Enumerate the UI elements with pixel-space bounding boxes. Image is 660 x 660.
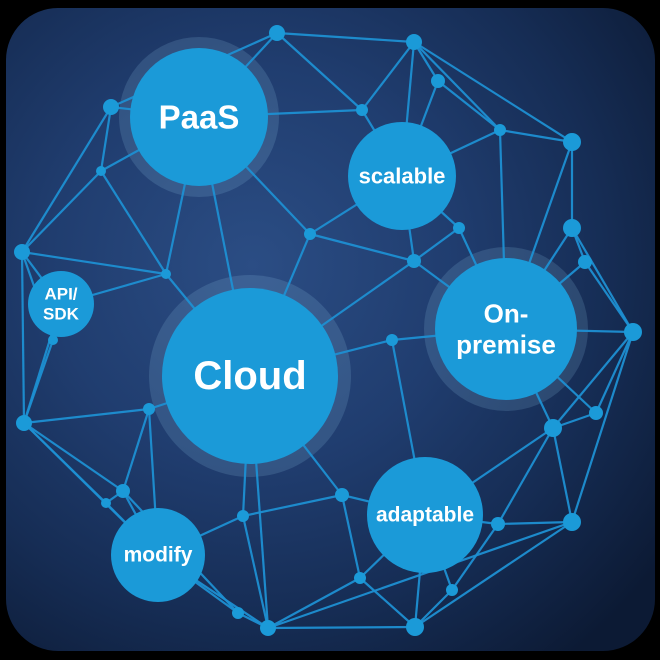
edge-n2-n7 — [413, 41, 573, 143]
label-apisdk: API/SDK — [43, 285, 80, 324]
dot-n31 — [406, 618, 424, 636]
dot-n32 — [446, 584, 458, 596]
edge-n1-n5 — [276, 32, 363, 111]
dot-n21 — [101, 498, 111, 508]
dot-n14 — [161, 269, 171, 279]
dot-n26 — [563, 513, 581, 531]
dot-n3 — [431, 74, 445, 88]
bubbles-layer — [28, 48, 577, 602]
edge-n18-n19 — [23, 407, 150, 425]
dot-n11 — [453, 222, 465, 234]
dot-n7 — [563, 133, 581, 151]
dot-n23 — [335, 488, 349, 502]
edge-n24-n26 — [551, 427, 574, 523]
edge-n28-n31 — [359, 577, 416, 628]
node-modify — [111, 508, 205, 602]
edge-n8-n14 — [100, 170, 167, 275]
edge-n27-n32 — [451, 523, 499, 591]
dot-n9 — [304, 228, 316, 240]
edge-n23-n28 — [340, 494, 362, 579]
node-adaptable — [367, 457, 483, 573]
edge-n26-n31 — [414, 521, 573, 628]
edge-n19-n20 — [121, 408, 151, 492]
edge-n22-n30 — [241, 515, 270, 629]
edge-n4-n10 — [21, 106, 112, 253]
dot-n33 — [48, 335, 58, 345]
edge-n6-n7 — [499, 128, 573, 144]
label-modify: modify — [124, 544, 193, 567]
dot-n30 — [260, 620, 276, 636]
label-scalable: scalable — [359, 164, 446, 189]
dots-layer — [14, 25, 642, 636]
node-apisdk — [28, 271, 94, 337]
edge-n26-n27 — [497, 520, 573, 526]
label-cloud: Cloud — [193, 354, 306, 398]
dot-n24 — [544, 419, 562, 437]
dot-n29 — [232, 607, 244, 619]
edge-n2-n6 — [413, 41, 501, 131]
dot-n10 — [14, 244, 30, 260]
dot-n2 — [406, 34, 422, 50]
edge-n4-n8 — [99, 106, 113, 172]
dot-n16 — [624, 323, 642, 341]
edge-n3-n6 — [437, 80, 501, 131]
dot-n22 — [237, 510, 249, 522]
dot-n15 — [407, 254, 421, 268]
edge-n8-n10 — [21, 170, 102, 253]
node-paas — [130, 48, 268, 186]
dot-n12 — [563, 219, 581, 237]
edge-n18-n20 — [23, 422, 124, 492]
dot-n25 — [589, 406, 603, 420]
node-scalable — [348, 122, 456, 230]
edge-n30-n31 — [267, 625, 416, 630]
dot-n17 — [386, 334, 398, 346]
edge-n16-n25 — [594, 331, 635, 414]
edge-n18-n33 — [22, 339, 55, 424]
label-paas: PaaS — [159, 99, 240, 136]
dot-n19 — [143, 403, 155, 415]
dot-n8 — [96, 166, 106, 176]
edge-n15-n11 — [413, 227, 460, 262]
dot-n1 — [269, 25, 285, 41]
dot-n27 — [491, 517, 505, 531]
edge-n9-n15 — [309, 232, 415, 263]
edge-n13-n16 — [584, 261, 634, 333]
dot-n20 — [116, 484, 130, 498]
dot-n5 — [356, 104, 368, 116]
dot-n18 — [16, 415, 32, 431]
edge-n10-n18 — [20, 251, 26, 424]
dot-n13 — [578, 255, 592, 269]
node-onprem — [435, 258, 577, 400]
edge-n24-n27 — [497, 427, 554, 525]
edge-n12-n16 — [571, 227, 634, 333]
edge-n10-n14 — [21, 250, 167, 276]
edge-n1-n2 — [276, 31, 415, 44]
label-adaptable: adaptable — [376, 504, 474, 527]
dot-n4 — [103, 99, 119, 115]
label-onprem: On-premise — [456, 299, 556, 360]
dot-n6 — [494, 124, 506, 136]
node-cloud — [162, 288, 338, 464]
edge-n16-n24 — [552, 331, 634, 429]
edge-n28-n30 — [267, 577, 361, 629]
edge-n16-n26 — [570, 331, 635, 523]
dot-n28 — [354, 572, 366, 584]
edge-n2-n5 — [361, 41, 415, 111]
